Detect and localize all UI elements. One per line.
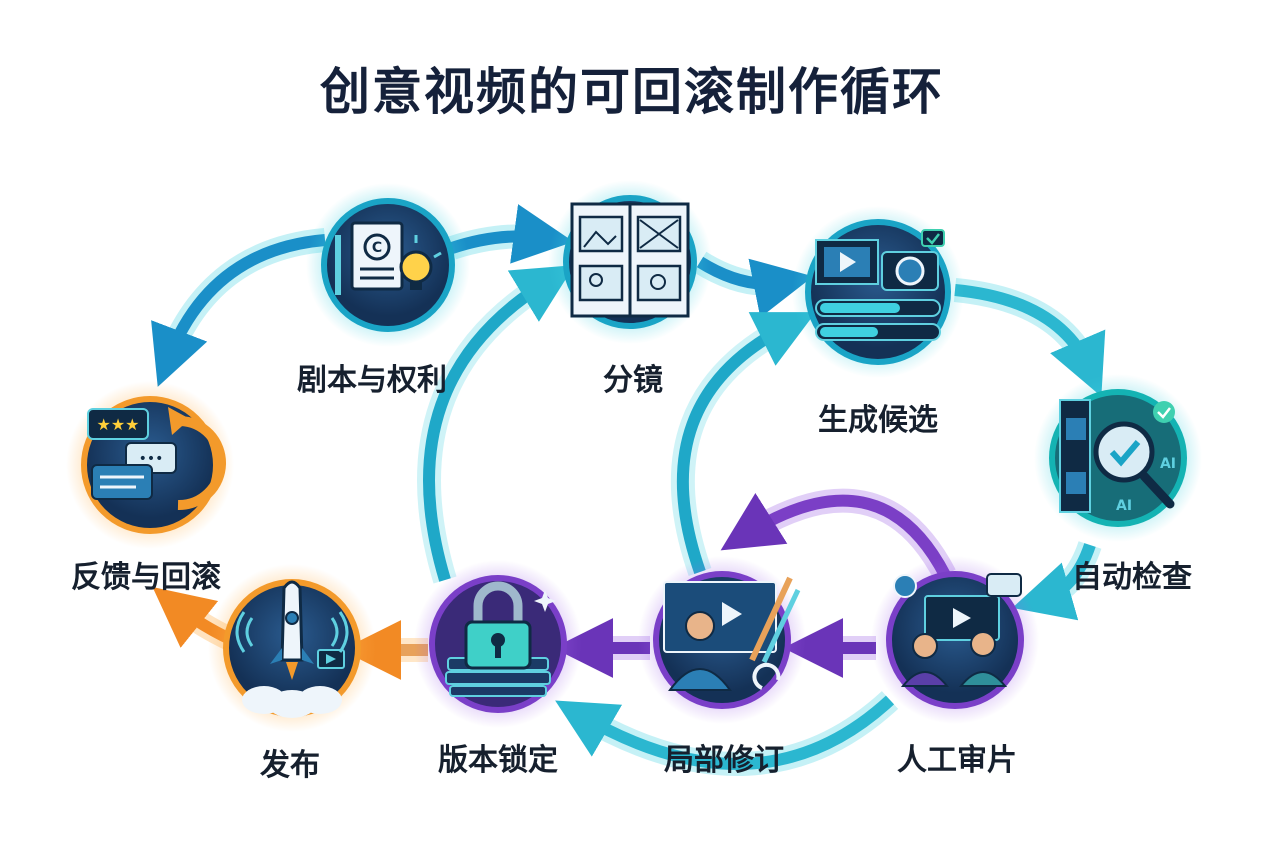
label-revise: 局部修订 bbox=[664, 743, 784, 778]
node-feedback: ★★★ ••• bbox=[66, 381, 234, 549]
human-review-icon bbox=[893, 573, 1022, 687]
svg-text:AI: AI bbox=[1116, 498, 1132, 514]
rocket-launch-icon bbox=[235, 580, 349, 718]
node-publish bbox=[208, 564, 376, 732]
label-generate: 生成候选 bbox=[818, 403, 938, 438]
storyboard-icon bbox=[570, 202, 690, 318]
label-autocheck: 自动检查 bbox=[1072, 560, 1192, 595]
svg-text:•••: ••• bbox=[139, 451, 164, 467]
version-lock-icon bbox=[445, 581, 556, 697]
editor-brush-icon bbox=[663, 576, 801, 691]
feedback-rollback-icon: ★★★ ••• bbox=[87, 407, 226, 511]
node-script: C bbox=[306, 183, 470, 347]
label-feedback: 反馈与回滚 bbox=[71, 560, 221, 595]
node-revise bbox=[638, 556, 806, 724]
label-publish: 发布 bbox=[260, 748, 320, 783]
svg-text:C: C bbox=[372, 240, 382, 256]
ai-magnifier-check-icon: AI AI bbox=[1059, 399, 1176, 514]
svg-text:★★★: ★★★ bbox=[96, 415, 139, 434]
script-copyright-lightbulb-icon: C bbox=[335, 221, 442, 295]
node-review bbox=[871, 556, 1039, 724]
node-storyboard bbox=[548, 180, 712, 344]
node-generate bbox=[792, 206, 964, 378]
label-script: 剧本与权利 bbox=[297, 363, 447, 398]
svg-text:AI: AI bbox=[1160, 456, 1176, 472]
node-autocheck: AI AI bbox=[1034, 374, 1202, 542]
film-camera-icon bbox=[815, 229, 945, 341]
label-lock: 版本锁定 bbox=[438, 743, 558, 778]
label-review: 人工审片 bbox=[897, 743, 1017, 778]
node-lock bbox=[414, 560, 582, 728]
page-title: 创意视频的可回滚制作循环 bbox=[320, 63, 944, 121]
label-storyboard: 分镜 bbox=[603, 363, 663, 398]
